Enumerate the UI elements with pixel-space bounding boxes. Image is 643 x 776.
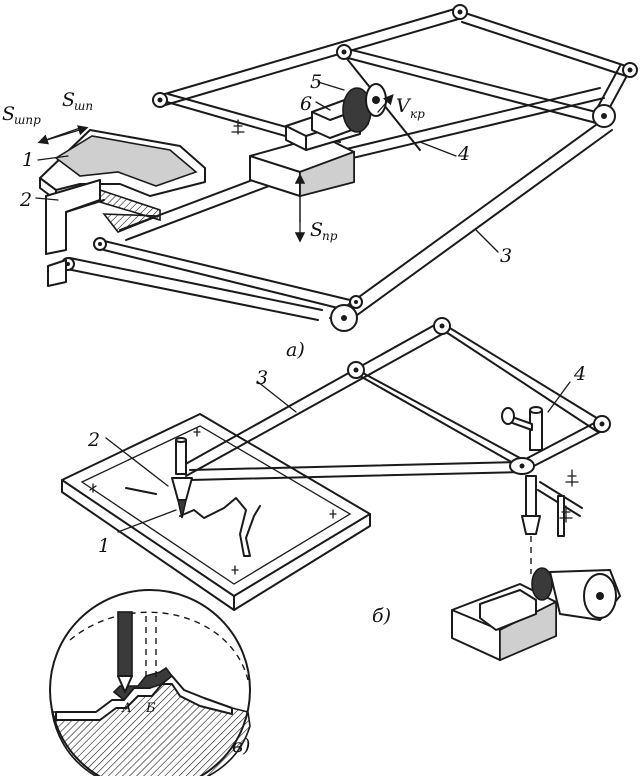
motor-unit-b	[451, 567, 621, 662]
label-a-2: 2	[19, 189, 32, 211]
label-b-3: 3	[256, 367, 268, 389]
tracing-stylus-b	[171, 437, 193, 519]
template-workpiece-a	[39, 129, 206, 287]
label-c-A: А	[121, 701, 132, 716]
bar-4-a	[119, 49, 605, 241]
label-spr-sub: пр	[322, 229, 338, 243]
label-spr: S	[310, 219, 323, 241]
view-a: S шпр S шп 1 2 3 4 5 6 V кр S пр а)	[2, 4, 638, 361]
detail-circle	[49, 589, 251, 776]
label-b-4: 4	[573, 363, 586, 385]
caption-a: а)	[286, 339, 305, 361]
joints-a	[61, 4, 638, 332]
joints-b	[347, 317, 611, 475]
label-b-1: 1	[98, 535, 110, 557]
label-s-shpr-sub: шпр	[14, 113, 41, 127]
label-s-shp-sub: шп	[74, 99, 93, 113]
label-a-4: 4	[457, 143, 470, 165]
label-vkr: V	[396, 95, 412, 117]
label-a-3: 3	[500, 245, 512, 267]
label-a-1: 1	[22, 149, 34, 171]
label-b-2: 2	[87, 429, 100, 451]
drawing-table-b	[61, 413, 371, 611]
caption-c: в)	[232, 735, 250, 757]
feed-arrow-shp	[37, 127, 81, 145]
label-c-B: Б	[145, 701, 156, 716]
label-s-shp: S	[62, 89, 75, 111]
label-s-shpr: S	[2, 103, 15, 125]
grinding-wheel-b-icon	[531, 567, 553, 601]
handle-4-b	[501, 406, 543, 451]
caption-b: б)	[372, 605, 391, 627]
bar-3-a	[61, 121, 613, 327]
label-a-6: 6	[300, 93, 312, 115]
spindle-b	[521, 469, 583, 574]
label-a-5: 5	[310, 71, 322, 93]
spindle-unit-a	[231, 83, 387, 198]
lower-bars-a	[99, 239, 351, 311]
bar-3-b	[181, 321, 605, 481]
view-c: А Б в)	[49, 589, 251, 776]
vkr-arrow	[377, 94, 394, 113]
frame-top-a	[157, 7, 633, 151]
view-b: 2 1 3 4 б)	[61, 317, 621, 662]
label-vkr-sub: кр	[410, 107, 425, 121]
